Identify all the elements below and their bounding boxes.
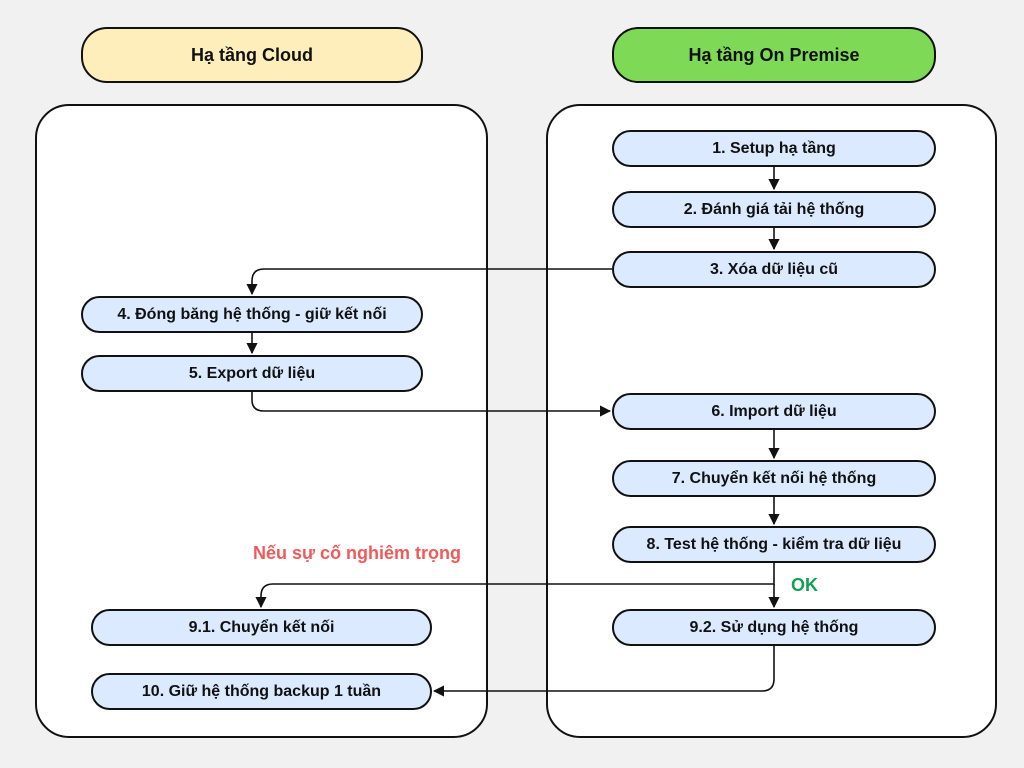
arrow-s3-s4 (246, 268, 612, 296)
failure-condition-label: Nếu sự cố nghiêm trọng (253, 543, 462, 563)
onpremise-column-header: Hạ tầng On Premise (612, 27, 936, 83)
step-3-delete-old-data: 3. Xóa dữ liệu cũ (612, 251, 936, 288)
step-9-1-switch-connection: 9.1. Chuyển kết nối (91, 609, 432, 646)
step-2-assess-load: 2. Đánh giá tải hệ thống (612, 191, 936, 228)
arrow-s8-s91 (255, 563, 775, 609)
step-5-export-data: 5. Export dữ liệu (81, 355, 423, 392)
arrow-s92-s10 (432, 646, 775, 697)
step-1-setup-infrastructure: 1. Setup hạ tầng (612, 130, 936, 167)
cloud-column-header: Hạ tầng Cloud (81, 27, 423, 83)
step-10-keep-backup: 10. Giữ hệ thống backup 1 tuần (91, 673, 432, 710)
step-8-test-system: 8. Test hệ thống - kiểm tra dữ liệu (612, 526, 936, 563)
step-4-freeze-system: 4. Đóng băng hệ thống - giữ kết nối (81, 296, 423, 333)
arrow-s5-s6 (251, 392, 612, 417)
step-7-switch-connection: 7. Chuyển kết nối hệ thống (612, 460, 936, 497)
step-6-import-data: 6. Import dữ liệu (612, 393, 936, 430)
step-9-2-use-system: 9.2. Sử dụng hệ thống (612, 609, 936, 646)
ok-condition-label: OK (791, 575, 818, 595)
